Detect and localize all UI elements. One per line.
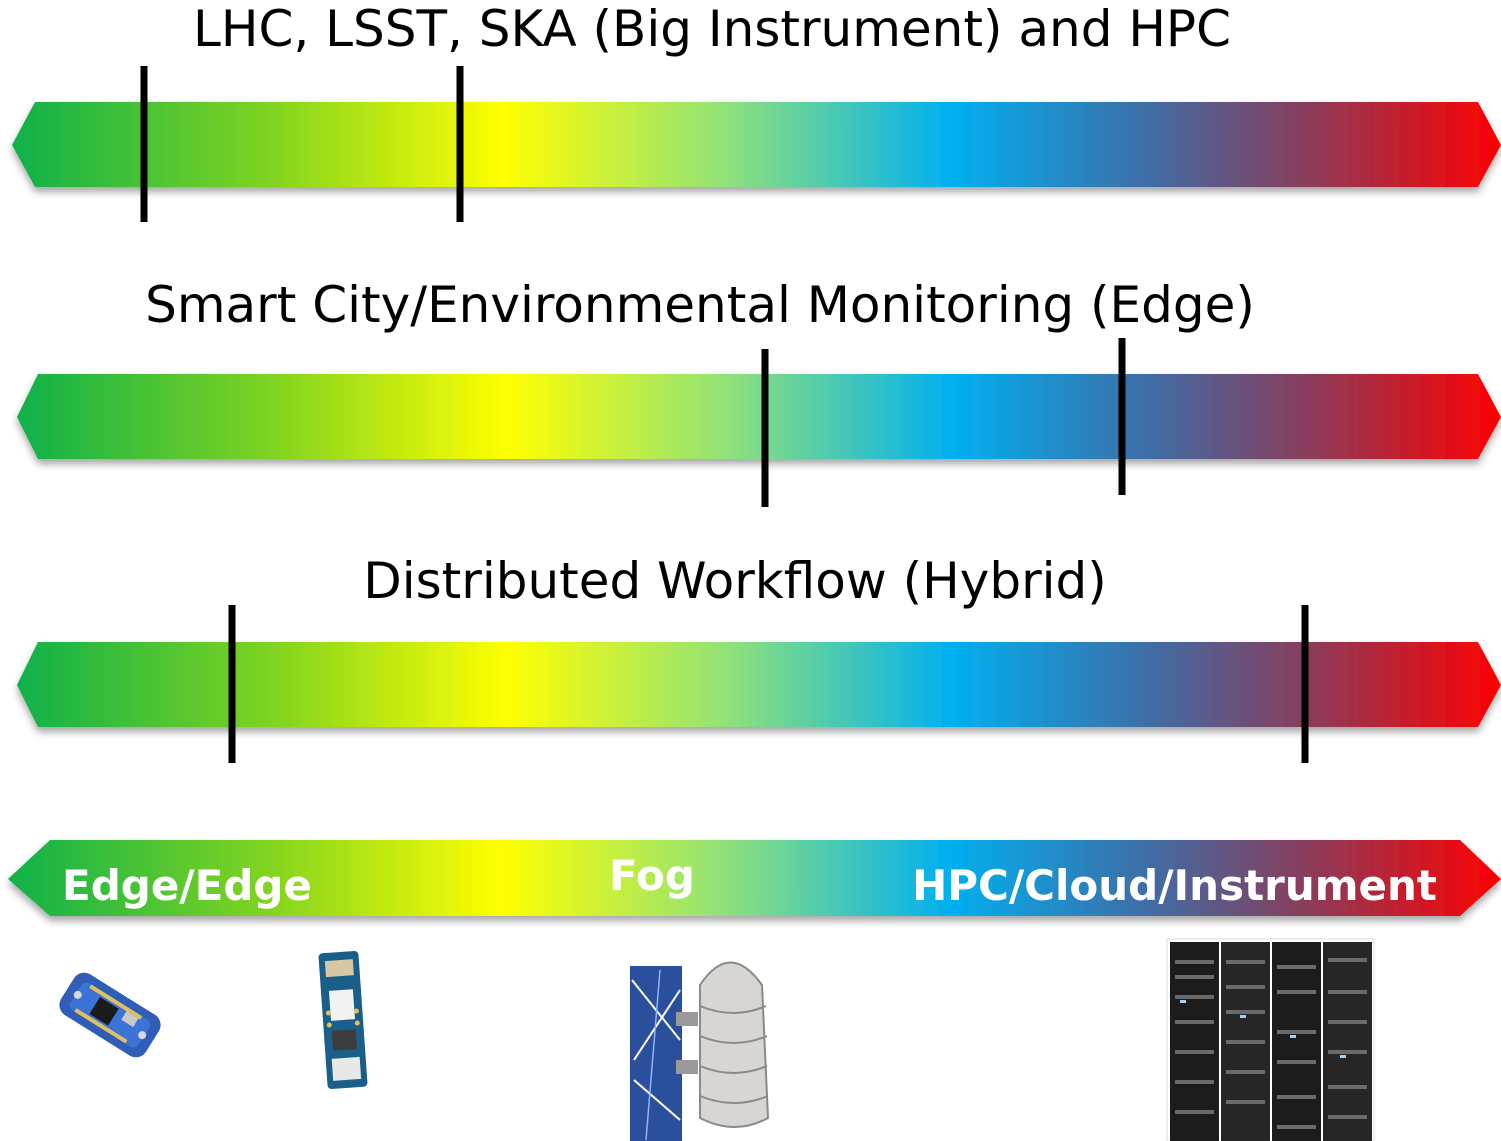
server-rack-icon	[1166, 938, 1375, 1141]
band-big-instrument: LHC, LSST, SKA (Big Instrument) and HPC	[12, 0, 1501, 222]
hpc-cloud-instrument-label: HPC/Cloud/Instrument	[912, 861, 1437, 910]
microcontroller-board-icon	[59, 972, 161, 1058]
spectrum-arrow	[12, 102, 1501, 187]
band-title: LHC, LSST, SKA (Big Instrument) and HPC	[193, 0, 1231, 58]
band-distributed-workflow: Distributed Workflow (Hybrid)	[17, 552, 1501, 763]
sensor-board-icon	[318, 951, 368, 1089]
edge-label: Edge/Edge	[62, 861, 312, 910]
spectrum-arrow	[17, 374, 1501, 459]
array-of-things-node-icon	[630, 961, 770, 1141]
band-title: Distributed Workflow (Hybrid)	[363, 552, 1107, 610]
band-smart-city: Smart City/Environmental Monitoring (Edg…	[17, 276, 1501, 507]
fog-label: Fog	[609, 851, 695, 900]
legend-spectrum: Edge/Edge Fog HPC/Cloud/Instrument	[8, 840, 1501, 916]
legend-arrow	[8, 840, 1501, 916]
band-title: Smart City/Environmental Monitoring (Edg…	[145, 276, 1255, 334]
spectrum-arrow	[17, 642, 1501, 727]
